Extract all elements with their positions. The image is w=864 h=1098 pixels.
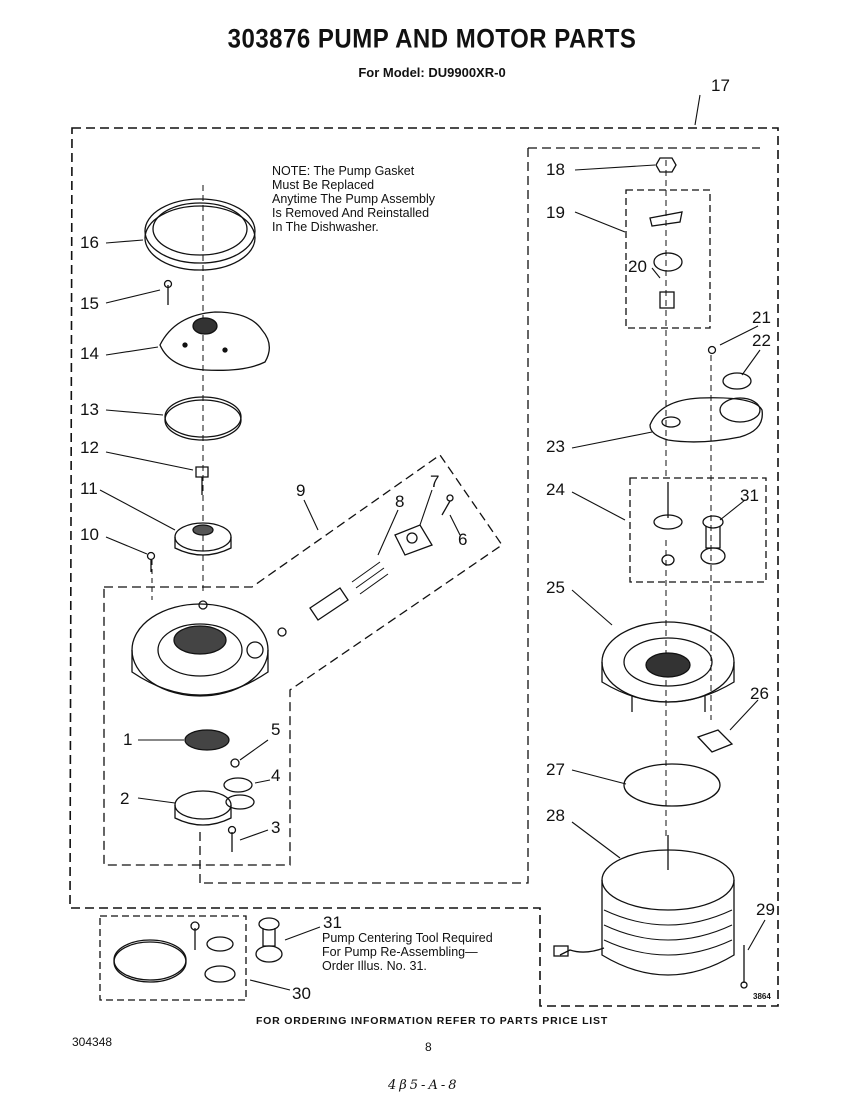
pump-gasket-note: NOTE: The Pump Gasket Must Be Replaced A… xyxy=(272,164,435,234)
assembly-boundary xyxy=(69,127,779,1007)
document-number: 304348 xyxy=(72,1035,113,1049)
callout-31-left: 31 xyxy=(323,913,342,932)
callout-28: 28 xyxy=(546,806,565,825)
tool-note-line: Order Illus. No. 31. xyxy=(322,959,427,973)
callout-11: 11 xyxy=(80,479,98,498)
part-30-box xyxy=(99,915,247,1001)
callout-17: 17 xyxy=(711,76,730,95)
callout-22: 22 xyxy=(752,331,771,350)
callout-25: 25 xyxy=(546,578,565,597)
callout-6: 6 xyxy=(458,530,468,549)
callout-15: 15 xyxy=(80,294,99,313)
callout-19: 19 xyxy=(546,203,565,222)
callout-9: 9 xyxy=(296,481,306,500)
callout-14: 14 xyxy=(80,344,99,363)
callout-3: 3 xyxy=(271,818,281,837)
ordering-info: FOR ORDERING INFORMATION REFER TO PARTS … xyxy=(255,1015,609,1027)
callout-26: 26 xyxy=(750,684,769,703)
callout-21: 21 xyxy=(752,308,771,327)
note-line: In The Dishwasher. xyxy=(272,220,379,234)
tool-note-line: Pump Centering Tool Required xyxy=(322,931,493,945)
note-line: Is Removed And Reinstalled xyxy=(272,206,430,220)
note-line: Anytime The Pump Assembly xyxy=(272,192,436,206)
callout-23: 23 xyxy=(546,437,565,456)
callout-16: 16 xyxy=(80,233,99,252)
callout-2: 2 xyxy=(120,789,130,808)
centering-tool-note: Pump Centering Tool Required For Pump Re… xyxy=(322,931,493,973)
pump-boundary xyxy=(103,454,503,866)
callout-8: 8 xyxy=(395,492,405,511)
callout-5: 5 xyxy=(271,720,281,739)
callout-20: 20 xyxy=(628,257,647,276)
callout-31-right: 31 xyxy=(740,486,759,505)
part-19-box xyxy=(625,189,711,329)
page-title: 303876 PUMP AND MOTOR PARTS xyxy=(227,24,637,55)
handwritten-code: 4β5-A-8 xyxy=(388,1078,460,1093)
callout-30: 30 xyxy=(292,984,311,1003)
callout-12: 12 xyxy=(80,438,99,457)
callout-7: 7 xyxy=(430,472,440,491)
callout-1: 1 xyxy=(123,730,133,749)
callout-13: 13 xyxy=(80,400,99,419)
tool-note-line: For Pump Re-Assembling— xyxy=(322,945,478,959)
callout-29: 29 xyxy=(756,900,775,919)
page-number: 8 xyxy=(425,1040,432,1054)
callout-4: 4 xyxy=(271,766,281,785)
figure-code: 3864 xyxy=(753,992,771,1001)
callout-18: 18 xyxy=(546,160,565,179)
model-subtitle: For Model: DU9900XR-0 xyxy=(358,65,506,80)
part-24-box xyxy=(629,477,767,583)
note-line: NOTE: The Pump Gasket xyxy=(272,164,415,178)
note-line: Must Be Replaced xyxy=(272,178,375,192)
callout-10: 10 xyxy=(80,525,99,544)
callout-24: 24 xyxy=(546,480,565,499)
callout-27: 27 xyxy=(546,760,565,779)
